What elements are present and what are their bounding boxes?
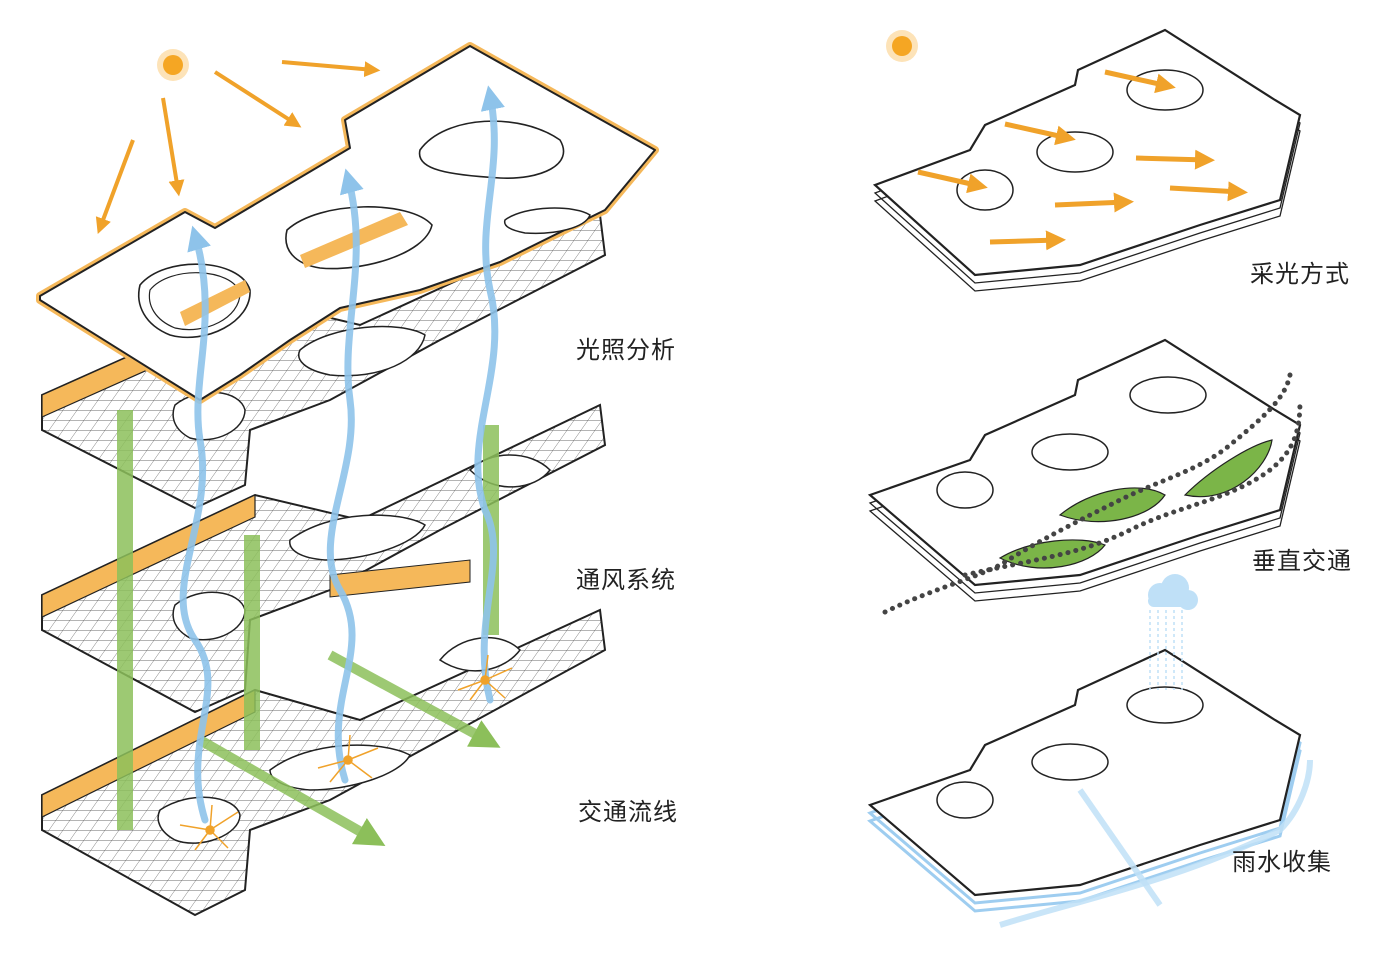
label-daylighting: 采光方式	[1250, 254, 1350, 289]
label-vertical-traffic: 垂直交通	[1252, 541, 1352, 576]
right-vertical-traffic-model	[870, 340, 1300, 612]
label-rain-collection: 雨水收集	[1232, 842, 1332, 877]
label-ventilation: 通风系统	[576, 560, 676, 595]
cloud-icon	[1148, 574, 1198, 610]
left-exploded-model	[40, 46, 655, 915]
label-circulation: 交通流线	[578, 792, 678, 827]
label-light-analysis: 光照分析	[576, 330, 676, 365]
sun-icon	[157, 49, 189, 81]
right-daylighting-model	[875, 30, 1300, 291]
